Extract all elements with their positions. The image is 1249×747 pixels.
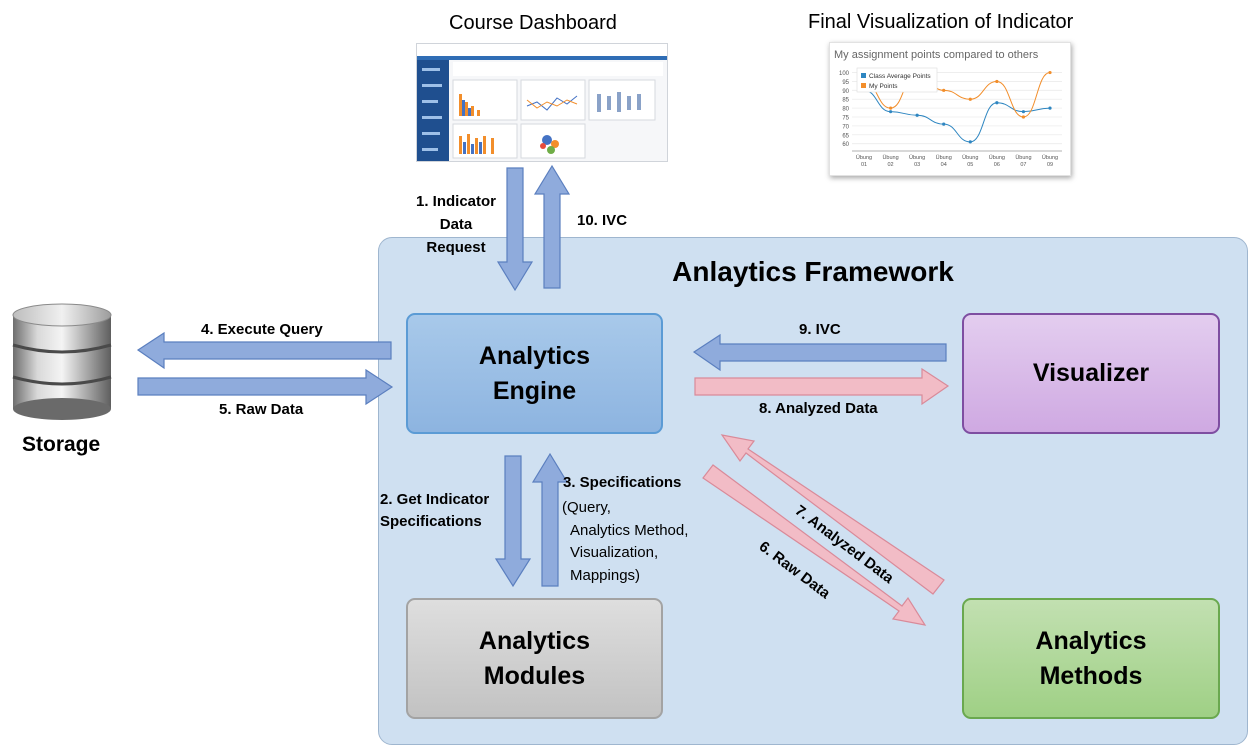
flow-3-line-2: Analytics Method, xyxy=(570,521,689,539)
x-tick-label-number: 06 xyxy=(994,162,1000,168)
flow-1-line-2: Data xyxy=(439,216,473,233)
x-tick-label-number: 02 xyxy=(888,162,894,168)
arrow-raw-data-to-methods xyxy=(702,464,927,626)
flow-4-label: 4. Execute Query xyxy=(201,321,323,338)
x-tick-label-number: 01 xyxy=(861,162,867,168)
x-tick-label-number: 07 xyxy=(1020,162,1026,168)
x-tick-label-number: 04 xyxy=(941,162,947,168)
flow-8-label: 8. Analyzed Data xyxy=(759,400,878,417)
y-tick-label: 95 xyxy=(842,80,849,86)
visualizer-box[interactable]: Visualizer xyxy=(962,313,1220,434)
x-tick-label-number: 09 xyxy=(1047,162,1053,168)
arrow-indicator-request xyxy=(496,167,534,292)
arrow-specifications xyxy=(531,452,569,587)
y-tick-label: 100 xyxy=(839,71,850,77)
flow-9-label: 9. IVC xyxy=(799,321,841,338)
x-tick-label: Übung xyxy=(1015,154,1031,161)
series-line xyxy=(863,89,1051,143)
series-point xyxy=(888,106,893,110)
y-tick-label: 90 xyxy=(842,89,849,95)
arrow-get-specifications xyxy=(494,455,532,588)
series-point xyxy=(942,122,946,126)
line-chart: My assignment points compared to others … xyxy=(834,49,1062,168)
analytics-engine-label: Analytics Engine xyxy=(478,341,591,405)
flow-3-details: (Query, Analytics Method, Visualization,… xyxy=(562,497,688,587)
arrow-analyzed-data-to-visualizer xyxy=(694,367,950,406)
course-dashboard-thumbnail[interactable] xyxy=(416,43,668,162)
chart-title: My assignment points compared to others xyxy=(834,49,1039,61)
x-tick-label: Übung xyxy=(989,154,1005,161)
y-tick-label: 65 xyxy=(842,133,849,139)
series-point xyxy=(995,101,999,105)
y-tick-label: 70 xyxy=(842,124,849,130)
dashboard-screenshot-icon xyxy=(417,44,667,161)
framework-title: Anlaytics Framework xyxy=(672,256,954,287)
y-tick-label: 75 xyxy=(842,116,849,122)
arrow-ivc-to-dashboard xyxy=(533,164,571,289)
x-tick-label: Übung xyxy=(856,154,872,161)
x-tick-label: Übung xyxy=(1042,154,1058,161)
legend-label: Class Average Points xyxy=(869,73,931,80)
flow-1-line-1: 1. Indicator xyxy=(415,193,497,210)
x-tick-label: Übung xyxy=(882,154,898,161)
y-tick-label: 80 xyxy=(842,107,849,113)
x-tick-label: Übung xyxy=(936,154,952,161)
series-point xyxy=(968,140,972,144)
flow-1-label: 1. Indicator Data Request xyxy=(408,190,504,259)
series-point xyxy=(1021,115,1026,119)
series-point xyxy=(888,110,893,114)
arrow-execute-query xyxy=(136,331,392,370)
legend-swatch xyxy=(861,73,866,78)
analytics-methods-box[interactable]: Analytics Methods xyxy=(962,598,1220,719)
flow-10-label: 10. IVC xyxy=(577,212,628,229)
flow-3-title: 3. Specifications xyxy=(563,474,682,491)
arrow-analyzed-data-from-methods xyxy=(720,434,945,595)
legend-box xyxy=(856,67,938,93)
series-point xyxy=(995,79,999,84)
flow-3-line-4: Mappings) xyxy=(570,566,641,584)
legend-swatch xyxy=(861,83,866,88)
course-dashboard-title: Course Dashboard xyxy=(449,12,617,34)
series-point xyxy=(968,97,972,101)
legend-label: My Points xyxy=(869,83,898,90)
x-tick-label: Übung xyxy=(909,154,925,161)
series-point xyxy=(915,113,919,117)
database-icon xyxy=(12,303,112,420)
y-tick-label: 85 xyxy=(842,98,849,104)
flow-2-label: 2. Get Indicator Specifications xyxy=(380,489,489,533)
series-point xyxy=(942,88,946,92)
y-tick-label: 60 xyxy=(842,142,849,148)
final-visualization-title: Final Visualization of Indicator xyxy=(808,11,1074,33)
arrow-ivc-from-visualizer xyxy=(692,333,947,372)
series-point xyxy=(1021,110,1026,114)
flow-3-line-1: (Query, xyxy=(562,499,611,516)
analytics-methods-label: Analytics Methods xyxy=(1035,626,1147,690)
series-point xyxy=(1048,70,1052,75)
flow-3-line-3: Visualization, xyxy=(570,544,659,561)
analytics-modules-label: Analytics Modules xyxy=(478,626,591,690)
storage-label: Storage xyxy=(22,433,101,456)
flow-5-label: 5. Raw Data xyxy=(219,401,304,418)
flow-1-line-3: Request xyxy=(426,239,486,256)
final-visualization-card[interactable]: My assignment points compared to others … xyxy=(829,42,1071,176)
flow-2-line-2: Specifications xyxy=(380,513,482,530)
arrow-raw-data-from-storage xyxy=(137,368,394,406)
flow-2-line-1: 2. Get Indicator xyxy=(380,491,490,508)
analytics-engine-box[interactable]: Analytics Engine xyxy=(406,313,663,434)
x-tick-label-number: 05 xyxy=(967,162,973,168)
analytics-modules-box[interactable]: Analytics Modules xyxy=(406,598,663,719)
series-point xyxy=(1048,106,1052,110)
x-tick-label-number: 03 xyxy=(914,162,920,168)
visualizer-label: Visualizer xyxy=(1032,359,1150,387)
x-tick-label: Übung xyxy=(962,154,978,161)
